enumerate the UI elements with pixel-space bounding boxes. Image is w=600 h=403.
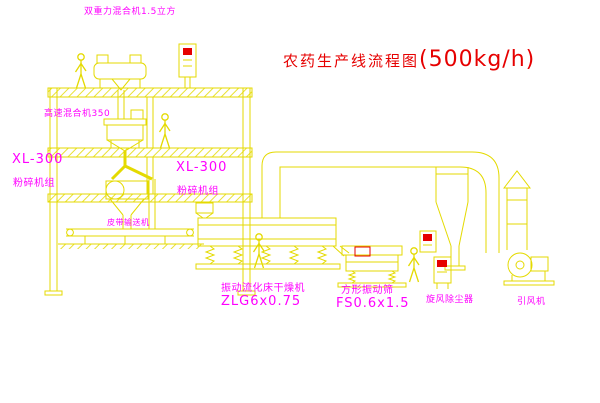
sieve-red-mark <box>354 246 371 257</box>
diagram-title-capacity: (500kg/h) <box>419 47 536 72</box>
label-gravity-mixer: 双重力混合机1.5立方 <box>84 7 176 17</box>
red-indicator <box>423 234 432 241</box>
cyclone-separator <box>435 167 469 271</box>
label-mill-center-name: 粉碎机组 <box>177 186 219 197</box>
label-mill-left-model: XL-300 <box>12 152 64 167</box>
high-speed-mixer <box>103 109 147 152</box>
label-mill-center-model: XL-300 <box>176 160 228 175</box>
building-frame <box>44 87 256 296</box>
exhaust-duct <box>261 151 500 253</box>
worker-figure <box>158 113 171 149</box>
label-fan: 引风机 <box>517 297 546 307</box>
label-cyclone: 旋风除尘器 <box>426 295 474 305</box>
label-dryer-model: ZLG6x0.75 <box>221 294 302 309</box>
fluid-bed-dryer <box>195 202 350 270</box>
diagram-title-text: 农药生产线流程图 <box>283 52 420 70</box>
label-high-speed-mixer: 高速混合机350 <box>44 109 111 119</box>
label-sieve-name: 方形振动筛 <box>341 285 394 296</box>
exhaust-stack <box>502 170 532 250</box>
diagram-title: 农药生产线流程图 (500kg/h) <box>283 47 535 72</box>
control-cabinet-top <box>178 43 197 88</box>
label-mill-left-name: 粉碎机组 <box>13 178 55 189</box>
control-cabinet-large <box>433 256 452 289</box>
red-indicator <box>183 48 192 55</box>
worker-figure <box>407 247 420 283</box>
control-cabinet-small <box>419 230 437 253</box>
label-dryer-name: 振动流化床干燥机 <box>221 283 305 294</box>
mill-unit <box>105 151 156 229</box>
vibrating-sieve <box>337 245 407 288</box>
label-sieve-model: FS0.6x1.5 <box>336 296 410 311</box>
red-indicator <box>437 260 447 267</box>
worker-figure <box>74 53 87 89</box>
label-belt-conveyor: 皮带输送机 <box>107 218 150 227</box>
belt-conveyor <box>58 228 204 249</box>
gravity-mixer <box>93 54 147 119</box>
induced-draft-fan <box>503 252 555 286</box>
